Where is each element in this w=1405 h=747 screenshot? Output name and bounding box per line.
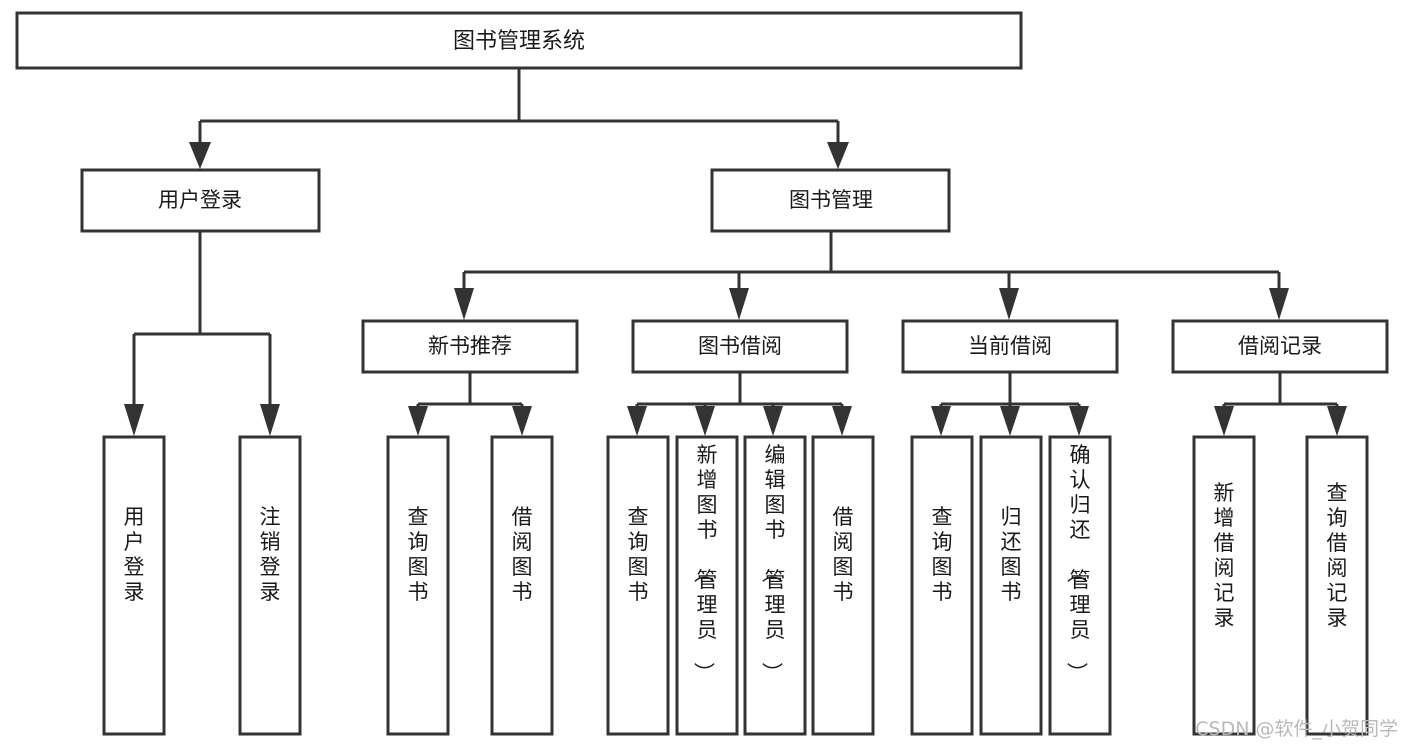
connector-layer [124, 68, 1347, 436]
arrowhead-borrow-record [1269, 288, 1289, 320]
node-leaf-query-book-1[interactable]: 查询图书 [386, 435, 450, 736]
node-leaf-borrow-book-2-box[interactable] [811, 435, 875, 736]
node-current-borrow[interactable]: 当前借阅 [901, 319, 1119, 374]
node-book-borrow-box[interactable] [631, 319, 849, 374]
arrowhead-leaf-query-book-2 [627, 406, 647, 436]
node-leaf-confirm-return-label: 确认归还（管理员） [1065, 443, 1091, 683]
node-leaf-query-book-3[interactable]: 查询图书 [910, 435, 974, 736]
node-leaf-add-book[interactable]: 新增图书（管理员） [675, 435, 739, 736]
node-leaf-query-book-2[interactable]: 查询图书 [606, 435, 670, 736]
node-book-borrow[interactable]: 图书借阅 [631, 319, 849, 374]
node-new-book-recommend-box[interactable] [361, 319, 579, 374]
node-borrow-record-label: 借阅记录 [1238, 334, 1322, 358]
node-leaf-user-logout-label: 注销登录 [260, 505, 281, 604]
arrowhead-current-borrow [999, 288, 1019, 320]
arrowhead-leaf-add-book [695, 406, 715, 436]
node-leaf-query-book-3-label: 查询图书 [932, 505, 953, 604]
node-leaf-confirm-return-box[interactable] [1048, 435, 1112, 736]
arrowhead-user-login [189, 142, 211, 169]
node-book-manage-box[interactable] [710, 168, 951, 233]
node-leaf-query-book-1-label: 查询图书 [408, 505, 429, 604]
node-user-login[interactable]: 用户登录 [80, 168, 321, 233]
arrowhead-leaf-return-book [1000, 406, 1020, 436]
node-leaf-return-book-label: 归还图书 [1001, 505, 1022, 604]
arrowhead-leaf-borrow-book-1 [512, 406, 532, 436]
node-leaf-return-book[interactable]: 归还图书 [979, 435, 1043, 736]
node-leaf-user-logout-box[interactable] [238, 435, 302, 736]
node-leaf-user-login-label: 用户登录 [124, 505, 145, 604]
node-leaf-query-book-2-label: 查询图书 [628, 505, 649, 604]
node-leaf-add-record-label: 新增借阅记录 [1214, 481, 1235, 630]
node-leaf-add-record[interactable]: 新增借阅记录 [1192, 435, 1256, 736]
node-book-borrow-label: 图书借阅 [698, 334, 782, 358]
node-leaf-borrow-book-1[interactable]: 借阅图书 [490, 435, 554, 736]
csdn-watermark: CSDN @软件_小贺同学 [1195, 718, 1398, 740]
arrowhead-leaf-query-book-3 [931, 406, 951, 436]
node-leaf-edit-book-label: 编辑图书（管理员） [760, 443, 786, 683]
node-leaf-borrow-book-2-label: 借阅图书 [833, 505, 854, 604]
node-root[interactable]: 图书管理系统 [15, 11, 1023, 70]
node-borrow-record-box[interactable] [1171, 319, 1389, 374]
node-leaf-borrow-book-1-label: 借阅图书 [512, 505, 533, 604]
arrowhead-leaf-query-record [1327, 406, 1347, 436]
arrowhead-book-borrow [729, 288, 749, 320]
node-current-borrow-label: 当前借阅 [968, 334, 1052, 358]
node-new-book-recommend[interactable]: 新书推荐 [361, 319, 579, 374]
node-leaf-borrow-book-2[interactable]: 借阅图书 [811, 435, 875, 736]
node-leaf-query-record-label: 查询借阅记录 [1327, 481, 1348, 630]
node-user-login-box[interactable] [80, 168, 321, 233]
arrowhead-leaf-confirm-return [1069, 406, 1089, 436]
node-leaf-user-login-box[interactable] [102, 435, 166, 736]
node-leaf-user-logout[interactable]: 注销登录 [238, 435, 302, 736]
node-book-manage-label: 图书管理 [789, 188, 873, 212]
node-leaf-add-book-box[interactable] [675, 435, 739, 736]
arrowhead-book-manage [827, 142, 849, 169]
node-leaf-return-book-box[interactable] [979, 435, 1043, 736]
node-leaf-borrow-book-1-box[interactable] [490, 435, 554, 736]
arrowhead-leaf-query-book-1 [408, 406, 428, 436]
node-borrow-record[interactable]: 借阅记录 [1171, 319, 1389, 374]
arrowhead-leaf-borrow-book-2 [832, 406, 852, 436]
node-root-box[interactable] [15, 11, 1023, 70]
node-leaf-edit-book[interactable]: 编辑图书（管理员） [743, 435, 807, 736]
node-leaf-query-book-1-box[interactable] [386, 435, 450, 736]
node-root-label: 图书管理系统 [453, 29, 585, 54]
node-book-manage[interactable]: 图书管理 [710, 168, 951, 233]
node-leaf-query-record[interactable]: 查询借阅记录 [1305, 435, 1369, 736]
node-user-login-label: 用户登录 [158, 188, 242, 212]
node-leaf-query-book-2-box[interactable] [606, 435, 670, 736]
node-leaf-add-record-box[interactable] [1192, 435, 1256, 736]
arrowhead-leaf-add-record [1214, 406, 1234, 436]
node-new-book-recommend-label: 新书推荐 [428, 334, 512, 358]
node-leaf-user-login[interactable]: 用户登录 [102, 435, 166, 736]
arrowhead-new-book-recommend [454, 288, 474, 320]
node-leaf-edit-book-box[interactable] [743, 435, 807, 736]
arrowhead-leaf-edit-book [763, 406, 783, 436]
arrowhead-leaf-user-login [124, 404, 144, 436]
node-leaf-query-book-3-box[interactable] [910, 435, 974, 736]
arrowhead-leaf-user-logout [260, 404, 280, 436]
node-current-borrow-box[interactable] [901, 319, 1119, 374]
node-leaf-query-record-box[interactable] [1305, 435, 1369, 736]
node-leaf-add-book-label: 新增图书（管理员） [692, 443, 718, 683]
node-leaf-confirm-return[interactable]: 确认归还（管理员） [1048, 435, 1112, 736]
